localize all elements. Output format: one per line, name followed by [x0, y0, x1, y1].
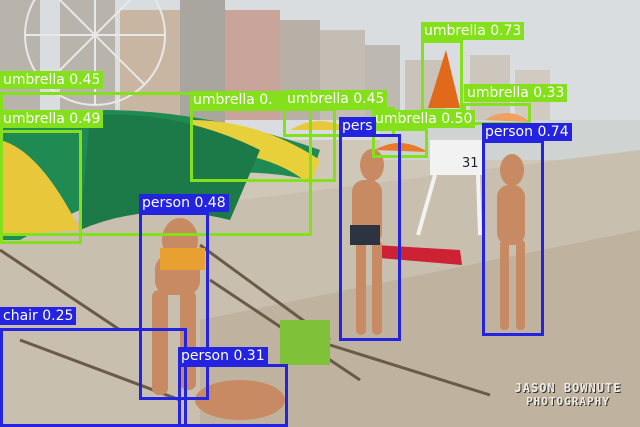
label-umbrella-045-left: umbrella 0.45	[0, 71, 104, 89]
label-person-074: person 0.74	[482, 123, 572, 141]
label-person-048: person 0.48	[139, 194, 229, 212]
label-umbrella-0x: umbrella 0.	[190, 91, 286, 109]
bbox-umbrella-049	[0, 130, 82, 244]
bbox-umbrella-073	[421, 40, 463, 112]
lifeguard-sign-text: 31	[462, 156, 479, 171]
label-umbrella-049: umbrella 0.49	[0, 110, 104, 128]
label-umbrella-045-right: umbrella 0.45	[284, 90, 388, 108]
watermark-line-1: JASON BOWNUTE	[514, 381, 622, 395]
bbox-person-048	[139, 212, 209, 400]
bbox-person-074	[482, 140, 544, 336]
bbox-person-031	[178, 364, 288, 427]
label-person-partial: pers	[339, 117, 376, 135]
label-umbrella-050: umbrella 0.50	[372, 110, 476, 128]
watermark-line-2: PHOTOGRAPHY	[526, 395, 610, 408]
photographer-watermark: JASON BOWNUTE PHOTOGRAPHY	[508, 381, 628, 409]
bbox-umbrella-0x	[190, 108, 336, 182]
label-person-031: person 0.31	[178, 347, 268, 365]
bbox-person-partial	[339, 134, 401, 341]
label-umbrella-033: umbrella 0.33	[464, 84, 568, 102]
label-umbrella-073: umbrella 0.73	[421, 22, 525, 40]
bbox-chair-025	[0, 328, 187, 427]
label-chair-025: chair 0.25	[0, 307, 77, 325]
